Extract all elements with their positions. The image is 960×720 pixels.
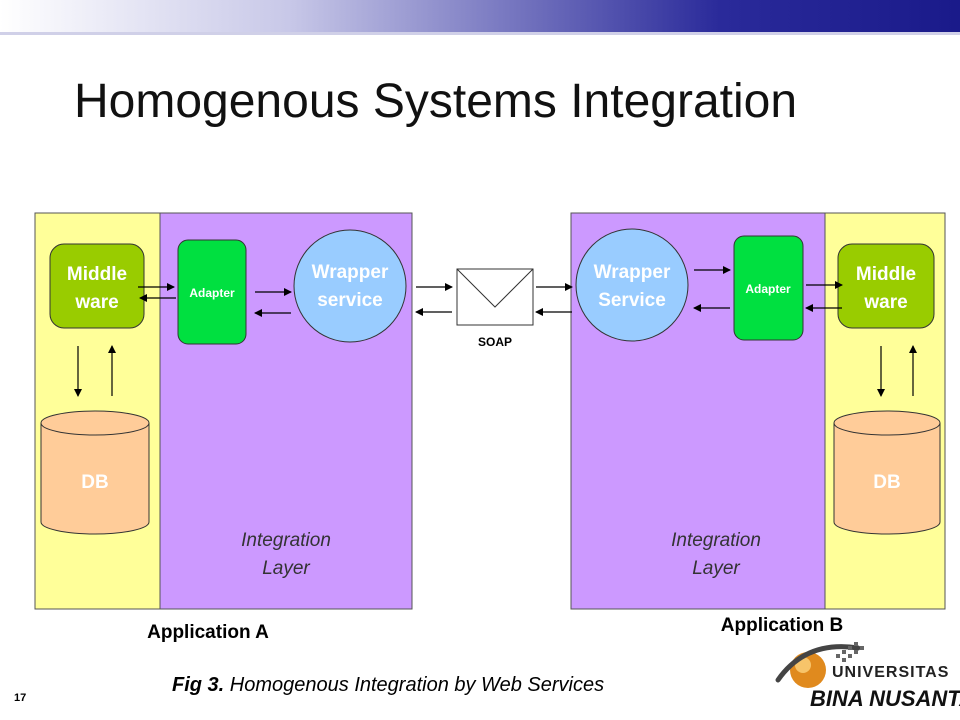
app-b-middleware-line1: Middle (856, 264, 916, 285)
figure-caption-label: Fig 3. (172, 674, 225, 696)
app-a-wrapper-line1: Wrapper (312, 262, 389, 283)
soap-envelope-flap (456, 268, 534, 308)
slide-title: Homogenous Systems Integration (74, 75, 798, 128)
app-b-integration-line2: Layer (692, 558, 740, 579)
app-a-wrapper-line2: service (317, 290, 383, 311)
app-b-db-top (833, 410, 941, 436)
app-a-wrapper-circle (293, 229, 407, 343)
figure-caption-text: Homogenous Integration by Web Services (224, 674, 605, 696)
title-bar-underline (0, 32, 960, 35)
app-b-wrapper-line2: Service (598, 290, 666, 311)
app-a-db-body (40, 423, 150, 535)
app-a-middleware-line1: Middle (67, 264, 127, 285)
logo-text-bottom: BINA NUSANTARA (810, 686, 960, 711)
app-a-integration-line2: Layer (262, 558, 310, 579)
app-a-integration-line1: Integration (241, 530, 331, 551)
app-b-wrapper-circle (575, 228, 689, 342)
app-b-label: Application B (721, 615, 843, 636)
soap-label: SOAP (478, 335, 512, 349)
logo-emblem-icon (775, 642, 864, 688)
university-logo: UNIVERSITAS BINA NUSANTARA (770, 636, 960, 716)
figure-caption: Fig 3. Homogenous Integration by Web Ser… (172, 674, 604, 697)
app-b-db-label: DB (873, 472, 900, 493)
app-a-db-label: DB (81, 472, 108, 493)
soap-envelope-icon (456, 268, 534, 326)
app-a-middleware-box (49, 243, 145, 329)
app-b-adapter-label: Adapter (745, 282, 791, 296)
slide-number: 17 (14, 692, 27, 704)
app-b-adapter-box (733, 235, 804, 341)
app-a-db-top (40, 410, 150, 436)
logo-text-top: UNIVERSITAS (832, 664, 950, 681)
app-a-adapter-label: Adapter (189, 286, 235, 300)
app-b-wrapper-line1: Wrapper (594, 262, 671, 283)
app-b-db-body (833, 423, 941, 535)
app-a-label: Application A (147, 622, 269, 643)
app-a-adapter-box (177, 239, 247, 345)
title-bar-decoration (0, 0, 960, 32)
app-b-middleware-line2: ware (863, 292, 907, 313)
app-b-middleware-box (837, 243, 935, 329)
app-a-middleware-line2: ware (74, 292, 118, 313)
app-b-integration-line1: Integration (671, 530, 761, 551)
